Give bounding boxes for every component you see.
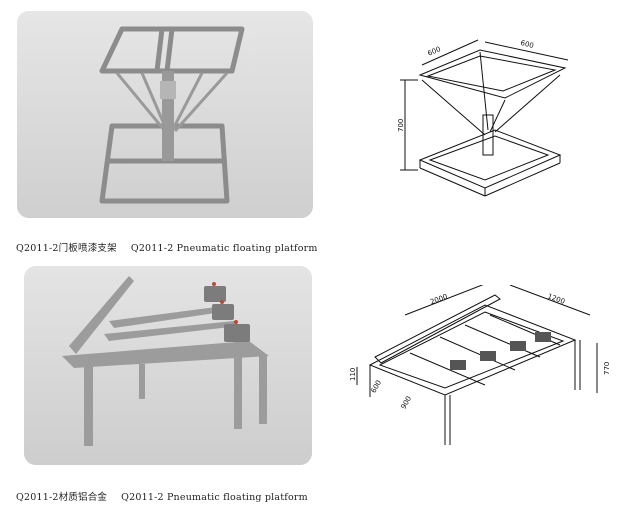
dimension-height: 770: [603, 362, 611, 375]
dimension-b: 900: [400, 395, 414, 411]
technical-drawing-paint-stand: 600 600 700: [390, 20, 590, 205]
technical-drawing-floating-platform: 2000 1200 770 110 600 900: [335, 279, 625, 455]
product-photo-floating-platform: [24, 266, 312, 465]
dimension-a: 600: [370, 379, 384, 395]
dimension-rail: 110: [349, 368, 357, 381]
caption-en: Q2011-2 Pneumatic floating platform: [121, 492, 308, 503]
caption-product-2: Q2011-2材质铝合金 Q2011-2 Pneumatic floating p…: [16, 489, 308, 503]
dimension-length: 2000: [429, 293, 448, 307]
caption-en: Q2011-2 Pneumatic floating platform: [130, 243, 318, 254]
dimension-height: 700: [397, 119, 405, 132]
caption-product-1: Q2011-2门板喷漆支架 Q2011-2 Pneumatic floating …: [16, 240, 318, 254]
caption-cn: Q2011-2门板喷漆支架: [16, 243, 117, 254]
caption-cn: Q2011-2材质铝合金: [16, 492, 108, 503]
dimension-width: 1200: [546, 292, 565, 306]
product-photo-paint-stand: [17, 11, 313, 218]
dimension-width: 600: [426, 45, 441, 57]
dimension-depth: 600: [520, 39, 535, 50]
